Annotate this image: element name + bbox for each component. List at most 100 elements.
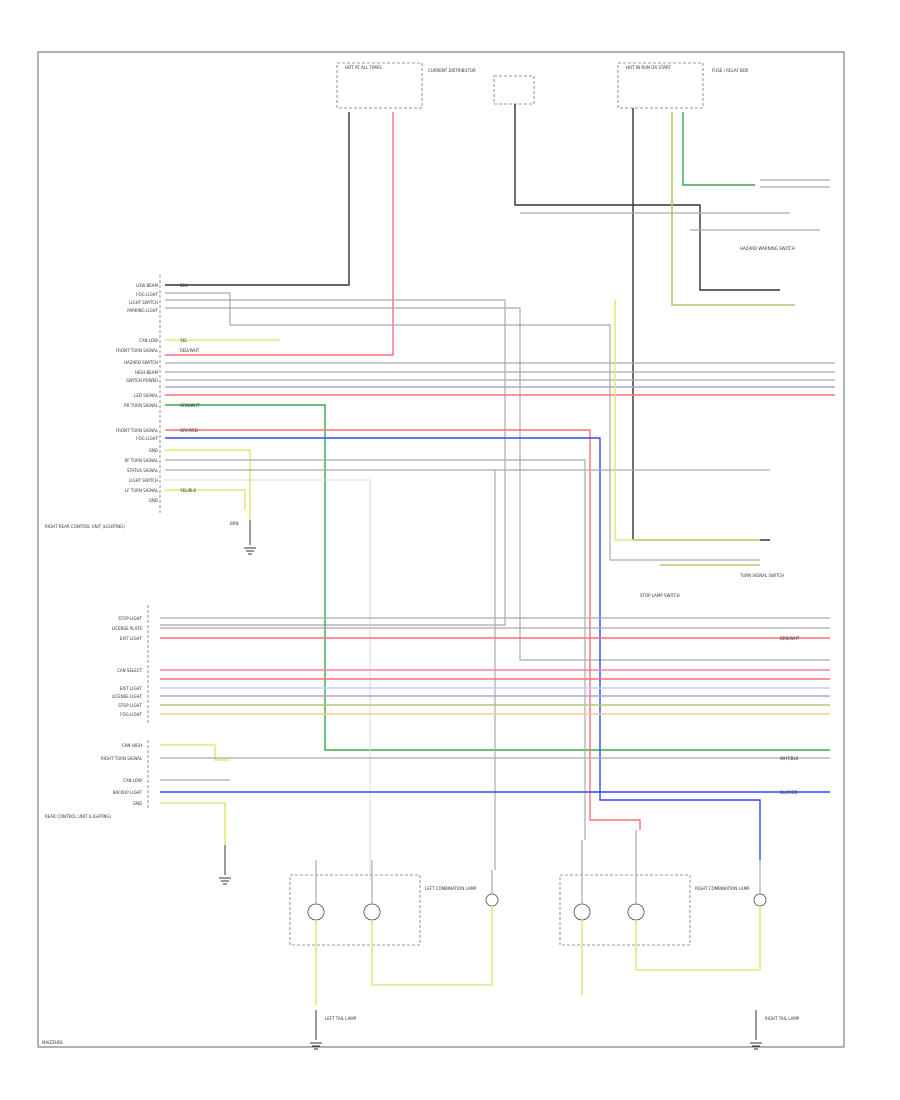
diagram-frame bbox=[37, 51, 845, 1048]
pin-label: CAN LOW bbox=[123, 778, 142, 783]
label-turn-signal-switch: TURN SIGNAL SWITCH bbox=[739, 573, 784, 578]
pin-label: HAZARD SWITCH bbox=[124, 360, 158, 365]
pin-label: GND bbox=[149, 448, 158, 453]
left-combination-lamp-box bbox=[289, 874, 421, 946]
wire-pin-light-switch bbox=[165, 307, 830, 661]
wire-ref-right-top bbox=[760, 179, 830, 188]
wire-label: BLK bbox=[180, 283, 188, 288]
pin-label: FOG LIGHT bbox=[136, 436, 158, 441]
label-fuse-relay-box: FUSE / RELAY BOX bbox=[712, 68, 749, 73]
wire-feed-black-left bbox=[165, 112, 350, 286]
pin-label: LED SIGNAL bbox=[134, 393, 159, 398]
pin-label: LICENSE LIGHT bbox=[112, 694, 143, 699]
right-combination-lamp-box bbox=[559, 874, 691, 946]
wire-feed-red bbox=[165, 112, 394, 356]
pin-label: EXIT LIGHT bbox=[120, 686, 143, 691]
pin-label: CAN SELECT bbox=[117, 668, 142, 673]
figure-id: MAIZZHDL bbox=[42, 1040, 64, 1045]
pin-label: GND bbox=[149, 498, 158, 503]
wire-label: GRN/WHT bbox=[180, 403, 200, 408]
wire-rr-turn-signal bbox=[165, 404, 830, 751]
label-stop-lamp-switch: STOP LAMP SWITCH bbox=[640, 593, 680, 598]
ground-left-tail bbox=[310, 1010, 322, 1050]
pin-label: PARKING LIGHT bbox=[127, 308, 158, 313]
wire-hazard-switch bbox=[520, 212, 820, 231]
wire-can-high bbox=[160, 744, 230, 761]
wire-label: BLU/RED bbox=[780, 790, 797, 795]
lamp-right-2 bbox=[627, 903, 645, 921]
wire-front-turn-signal bbox=[165, 429, 641, 830]
pin-label: STOP LIGHT bbox=[118, 703, 142, 708]
wire-lamp-grounds-right bbox=[581, 906, 761, 995]
pin-label: EXIT LIGHT bbox=[120, 636, 143, 641]
pin-labels-top: LOW BEAM FOG LIGHT LIGHT SWITCH PARKING … bbox=[116, 283, 159, 503]
pin-label: SWITCH POWER bbox=[126, 378, 158, 383]
fuse-box-hot-in-run bbox=[617, 62, 704, 109]
pin-label: FRONT TURN SIGNAL bbox=[116, 348, 159, 353]
pin-label: RF TURN SIGNAL bbox=[124, 458, 158, 463]
pin-label: LOW BEAM bbox=[136, 283, 158, 288]
pin-label: FOG LIGHT bbox=[136, 292, 158, 297]
fuse-box-hot-at-all-times bbox=[336, 62, 423, 109]
label-hot-at-all-times: HOT AT ALL TIMES bbox=[345, 65, 382, 70]
label-right-tail-lamp: RIGHT TAIL LAMP bbox=[765, 1016, 800, 1021]
lamp-right-3 bbox=[753, 893, 767, 907]
ground-lower bbox=[219, 845, 231, 885]
pin-label: GND bbox=[133, 801, 142, 806]
pin-label: RIGHT TURN SIGNAL bbox=[101, 756, 143, 761]
wire-front-fog bbox=[165, 437, 761, 860]
pin-label: FRONT TURN SIGNAL bbox=[116, 428, 159, 433]
pin-label: RR TURN SIGNAL bbox=[124, 403, 159, 408]
ground-upper bbox=[244, 520, 256, 555]
wire-pin-low-beam bbox=[165, 292, 760, 561]
wire-yellow-green-right bbox=[671, 112, 795, 306]
wire-label: YEL/BLK bbox=[179, 488, 197, 493]
wire-feed-black-right bbox=[632, 108, 770, 541]
wire-feed-black-center bbox=[514, 104, 780, 291]
wire-gnd-lower bbox=[160, 802, 226, 845]
wire-light-switch-lower bbox=[165, 479, 371, 880]
wire-lamp-grounds-left bbox=[315, 906, 493, 1005]
wire-stop-lamp bbox=[614, 300, 760, 541]
label-right-rear-control: RIGHT REAR CONTROL UNIT (LIGHTING) bbox=[45, 524, 125, 529]
label-left-tail-lamp: LEFT TAIL LAMP bbox=[325, 1016, 357, 1021]
pin-label: LF TURN SIGNAL bbox=[125, 488, 159, 493]
pin-label: STATUS SIGNAL bbox=[127, 468, 159, 473]
pin-labels-mid: STOP LIGHT LICENSE PLATE EXIT LIGHT CAN … bbox=[112, 616, 143, 717]
wire-lf-turn-signal bbox=[165, 489, 246, 510]
label-hot-in-run: HOT IN RUN OR START bbox=[626, 65, 671, 70]
pin-label: LIGHT SWITCH bbox=[129, 300, 158, 305]
ground-right-tail bbox=[750, 1010, 762, 1050]
wire-label: BRN bbox=[230, 521, 239, 526]
wire-pin-fog-light bbox=[160, 299, 506, 626]
label-right-combination-lamp: RIGHT COMBINATION LAMP bbox=[695, 886, 750, 891]
pin-label: CAN HIGH bbox=[122, 743, 142, 748]
pin-label: FOG LIGHT bbox=[120, 712, 142, 717]
label-hazard-switch: HAZARD WARNING SWITCH bbox=[740, 246, 795, 251]
wire-label: WHT/BLK bbox=[780, 756, 799, 761]
pin-label: LICENSE PLATE bbox=[112, 626, 143, 631]
lamp-left-3 bbox=[485, 893, 499, 907]
label-left-combination-lamp: LEFT COMBINATION LAMP bbox=[425, 886, 477, 891]
pin-label: STOP LIGHT bbox=[118, 616, 142, 621]
lamp-left-1 bbox=[307, 903, 325, 921]
wire-color-labels: BLK RED/WHT GRN/WHT YEL YEL/BLK GRY/RED … bbox=[179, 283, 800, 795]
wire-label: YEL bbox=[179, 338, 188, 343]
wire-label: RED/WHT bbox=[180, 348, 200, 353]
wire-gnd-upper bbox=[165, 449, 251, 520]
wire-feed-green bbox=[682, 112, 755, 186]
wire-label: BRN/WHT bbox=[780, 636, 800, 641]
wire-lamp-feeds bbox=[315, 830, 761, 904]
pin-label: BACKUP LIGHT bbox=[113, 790, 143, 795]
pin-label: LIGHT SWITCH bbox=[129, 478, 158, 483]
fuse-box-center bbox=[493, 75, 535, 105]
wire-label: GRY/RED bbox=[180, 428, 198, 433]
pin-label: CAN LOW bbox=[139, 338, 158, 343]
lamp-left-2 bbox=[363, 903, 381, 921]
wire-rf-turn-signal bbox=[165, 459, 586, 840]
lamp-right-1 bbox=[573, 903, 591, 921]
pin-labels-low: CAN HIGH RIGHT TURN SIGNAL CAN LOW BACKU… bbox=[101, 743, 143, 806]
label-current-distributor: CURRENT DISTRIBUTOR bbox=[428, 68, 476, 73]
label-left-rear-control: REAR CONTROL UNIT (LIGHTING) bbox=[45, 814, 112, 819]
